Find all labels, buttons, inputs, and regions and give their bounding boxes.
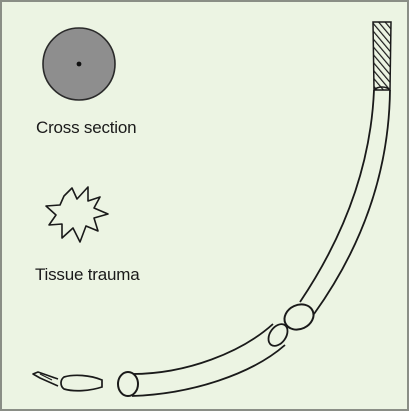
segment-middle-bottom-wall bbox=[132, 345, 285, 396]
segment-upper-left-wall bbox=[300, 90, 374, 302]
cross-section-figure bbox=[43, 28, 115, 100]
tip-capsule bbox=[61, 375, 102, 390]
cross-section-label: Cross section bbox=[36, 118, 136, 138]
catheter-segment-upper bbox=[300, 87, 390, 314]
tip-needle bbox=[33, 372, 58, 386]
wire-tip-hatched bbox=[373, 22, 391, 90]
tissue-trauma-shape bbox=[46, 187, 108, 242]
catheter-tip bbox=[33, 372, 102, 391]
cross-section-lumen bbox=[77, 62, 82, 67]
wire-tip bbox=[373, 22, 391, 90]
segment-joint-ring-lower bbox=[118, 372, 138, 396]
tissue-trauma-label: Tissue trauma bbox=[35, 265, 139, 285]
catheter-segment-middle bbox=[132, 321, 291, 396]
